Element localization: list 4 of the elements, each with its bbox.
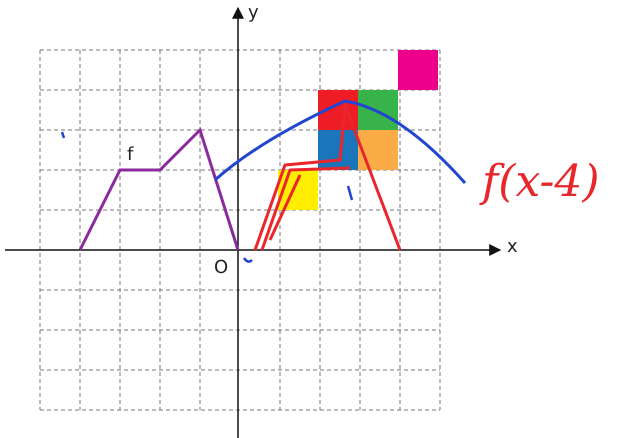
function-label: f bbox=[127, 146, 134, 164]
axis-label: x bbox=[507, 238, 518, 256]
origin-label: O bbox=[214, 259, 228, 277]
axis-label: y bbox=[248, 4, 259, 22]
